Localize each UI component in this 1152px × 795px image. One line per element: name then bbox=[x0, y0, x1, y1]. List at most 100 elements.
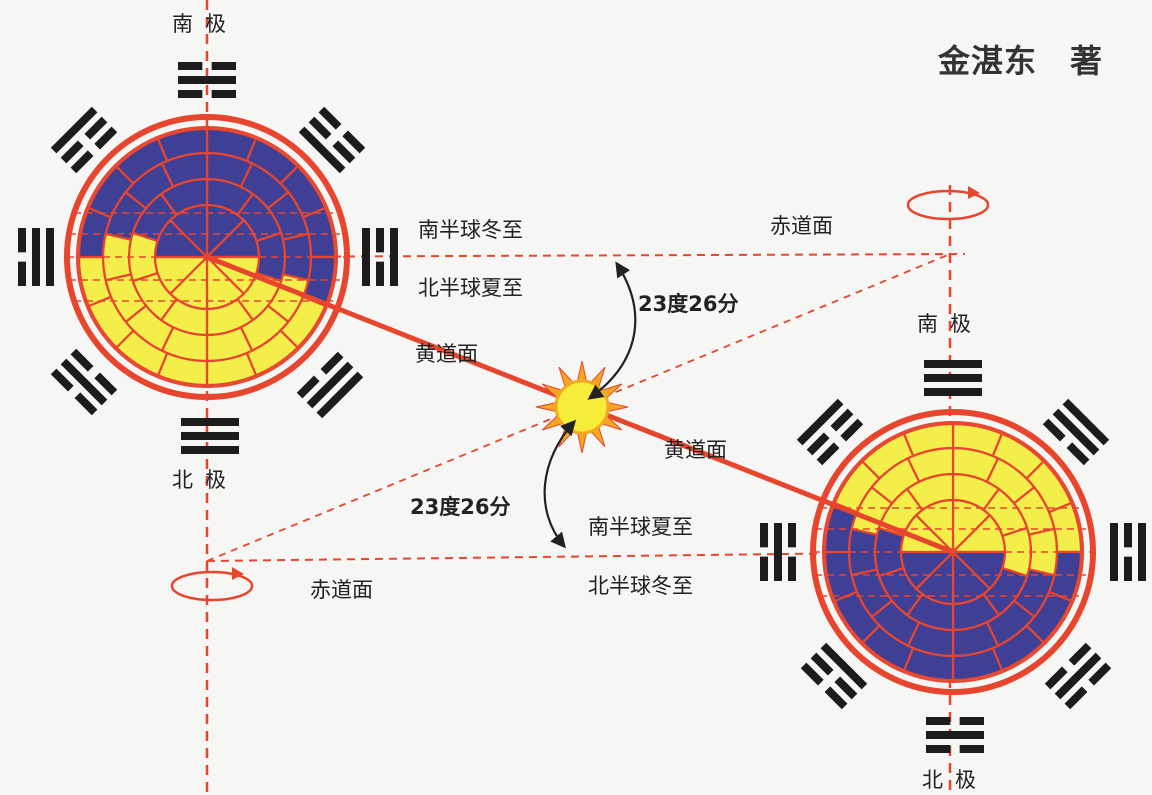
right-south-pole-label: 南极 bbox=[917, 312, 983, 336]
left-trigram-top-line bbox=[178, 90, 203, 98]
left-trigram-bottom bbox=[181, 418, 239, 454]
left-globe bbox=[64, 114, 350, 400]
equator-diagonal-line bbox=[206, 253, 951, 562]
left-trigram-bottom-right-line bbox=[296, 375, 320, 399]
left-trigram-top-left bbox=[50, 106, 118, 174]
left-trigram-top-right bbox=[298, 106, 366, 174]
left-rotation-icon-ellipse bbox=[170, 570, 254, 602]
left-trigram-bottom-right-line bbox=[320, 351, 344, 375]
left-trigram-left bbox=[18, 227, 54, 286]
author-label: 金湛东 著 bbox=[938, 42, 1104, 80]
right-trigram-top-left-line bbox=[830, 408, 854, 432]
right-trigram-bottom-left-line bbox=[820, 642, 868, 690]
left-trigram-top-left-line bbox=[50, 106, 98, 154]
left-trigram-bottom-left bbox=[50, 348, 118, 416]
left-trigram-top-left-line bbox=[84, 116, 108, 140]
left-trigram-top-right-line bbox=[318, 106, 342, 130]
left-trigram-top-right-line bbox=[308, 116, 332, 140]
right-trigram-left bbox=[760, 522, 796, 581]
right-trigram-top-left-line bbox=[806, 432, 830, 456]
left-trigram-top-left-line bbox=[70, 150, 94, 174]
left-trigram-bottom-left-line bbox=[70, 348, 94, 372]
right-trigram-top-right-line bbox=[1052, 408, 1100, 456]
right-trigram-bottom-line bbox=[926, 745, 951, 753]
right-trigram-right-line bbox=[1124, 523, 1132, 548]
left-rotation-icon-arrow bbox=[232, 567, 244, 580]
right-trigram-left-line bbox=[788, 522, 796, 548]
right-trigram-top-line bbox=[924, 374, 982, 382]
left-trigram-bottom-line bbox=[181, 418, 239, 426]
left-trigram-top bbox=[178, 62, 236, 98]
right-trigram-left-line bbox=[760, 556, 768, 581]
right-northern-winter-solstice-label: 北半球冬至 bbox=[588, 574, 693, 598]
right-trigram-bottom-line bbox=[959, 717, 984, 725]
right-trigram-left-line bbox=[760, 522, 768, 548]
left-trigram-bottom-right bbox=[296, 351, 364, 419]
right-trigram-top-left-line bbox=[840, 418, 864, 442]
left-trigram-top-line bbox=[178, 76, 236, 84]
right-trigram-bottom-left-line bbox=[800, 662, 824, 686]
left-rotation-icon bbox=[170, 567, 254, 602]
right-trigram-bottom-line bbox=[959, 745, 984, 753]
left-trigram-bottom-left-line bbox=[94, 372, 118, 396]
left-trigram-right-line bbox=[376, 261, 384, 287]
right-trigram-right bbox=[1110, 523, 1146, 582]
left-trigram-top-right-line bbox=[298, 126, 346, 174]
right-trigram-bottom-right-line bbox=[1054, 652, 1102, 700]
left-northern-summer-solstice-label: 北半球夏至 bbox=[418, 276, 523, 300]
left-trigram-bottom-right-line bbox=[306, 361, 354, 409]
right-trigram-bottom-right-line bbox=[1064, 686, 1088, 710]
right-trigram-top-line bbox=[924, 388, 982, 396]
left-trigram-right bbox=[362, 228, 398, 287]
right-trigram-top-line bbox=[924, 360, 982, 368]
left-trigram-bottom-line bbox=[181, 446, 239, 454]
right-trigram-top-right bbox=[1042, 398, 1110, 466]
left-trigram-bottom-line bbox=[181, 432, 239, 440]
left-trigram-left-line bbox=[46, 228, 54, 286]
left-globe-cell bbox=[156, 127, 209, 163]
left-trigram-bottom-right-line bbox=[316, 371, 364, 419]
tilt-angle-label-lower: 23度26分 bbox=[410, 495, 511, 519]
right-trigram-top-right-line bbox=[1042, 418, 1066, 442]
right-trigram-top-right-line bbox=[1066, 442, 1090, 466]
right-trigram-bottom-right-line bbox=[1088, 662, 1112, 686]
left-south-pole-label: 南极 bbox=[172, 12, 238, 36]
right-trigram-bottom-right bbox=[1044, 642, 1112, 710]
left-southern-winter-solstice-label: 南半球冬至 bbox=[418, 218, 523, 242]
right-rotation-icon-ellipse bbox=[906, 189, 990, 221]
right-trigram-bottom-right-line bbox=[1044, 666, 1068, 690]
left-trigram-top-right-line bbox=[332, 140, 356, 164]
left-trigram-top-line bbox=[211, 62, 236, 70]
right-trigram-top-left-line bbox=[796, 398, 844, 446]
left-trigram-bottom-left-line bbox=[60, 358, 108, 406]
lower-angle-arrow bbox=[543, 419, 577, 549]
left-trigram-top-right-line bbox=[342, 130, 366, 154]
right-trigram-top bbox=[924, 360, 982, 396]
right-trigram-left-line bbox=[774, 523, 782, 581]
ecliptic-plane-label-upper: 黄道面 bbox=[415, 342, 478, 366]
equator-plane-label-right: 赤道面 bbox=[770, 214, 833, 238]
equator-plane-label-left: 赤道面 bbox=[310, 578, 373, 602]
right-trigram-top-right-line bbox=[1062, 398, 1110, 446]
left-trigram-top-left-line bbox=[94, 126, 118, 150]
right-trigram-bottom-left bbox=[800, 642, 868, 710]
right-rotation-icon-arrow bbox=[968, 186, 980, 199]
right-trigram-top-left-line bbox=[816, 442, 840, 466]
right-trigram-bottom-left-line bbox=[824, 686, 848, 710]
ecliptic-plane-label-lower: 黄道面 bbox=[664, 438, 727, 462]
right-trigram-left-line bbox=[788, 556, 796, 581]
left-trigram-top-line bbox=[178, 62, 203, 70]
right-north-pole-label: 北极 bbox=[922, 768, 988, 792]
upper-angle-arrow bbox=[587, 261, 637, 400]
left-trigram-left-line bbox=[32, 228, 40, 286]
right-trigram-bottom-left-line bbox=[810, 652, 834, 676]
right-trigram-bottom-line bbox=[926, 717, 951, 725]
left-trigram-top-line bbox=[211, 90, 236, 98]
right-trigram-right-line bbox=[1124, 556, 1132, 582]
left-trigram-left-line bbox=[18, 261, 26, 286]
right-trigram-bottom-right-line bbox=[1068, 642, 1092, 666]
right-globe-cell bbox=[902, 422, 955, 458]
left-trigram-right-line bbox=[390, 228, 398, 286]
